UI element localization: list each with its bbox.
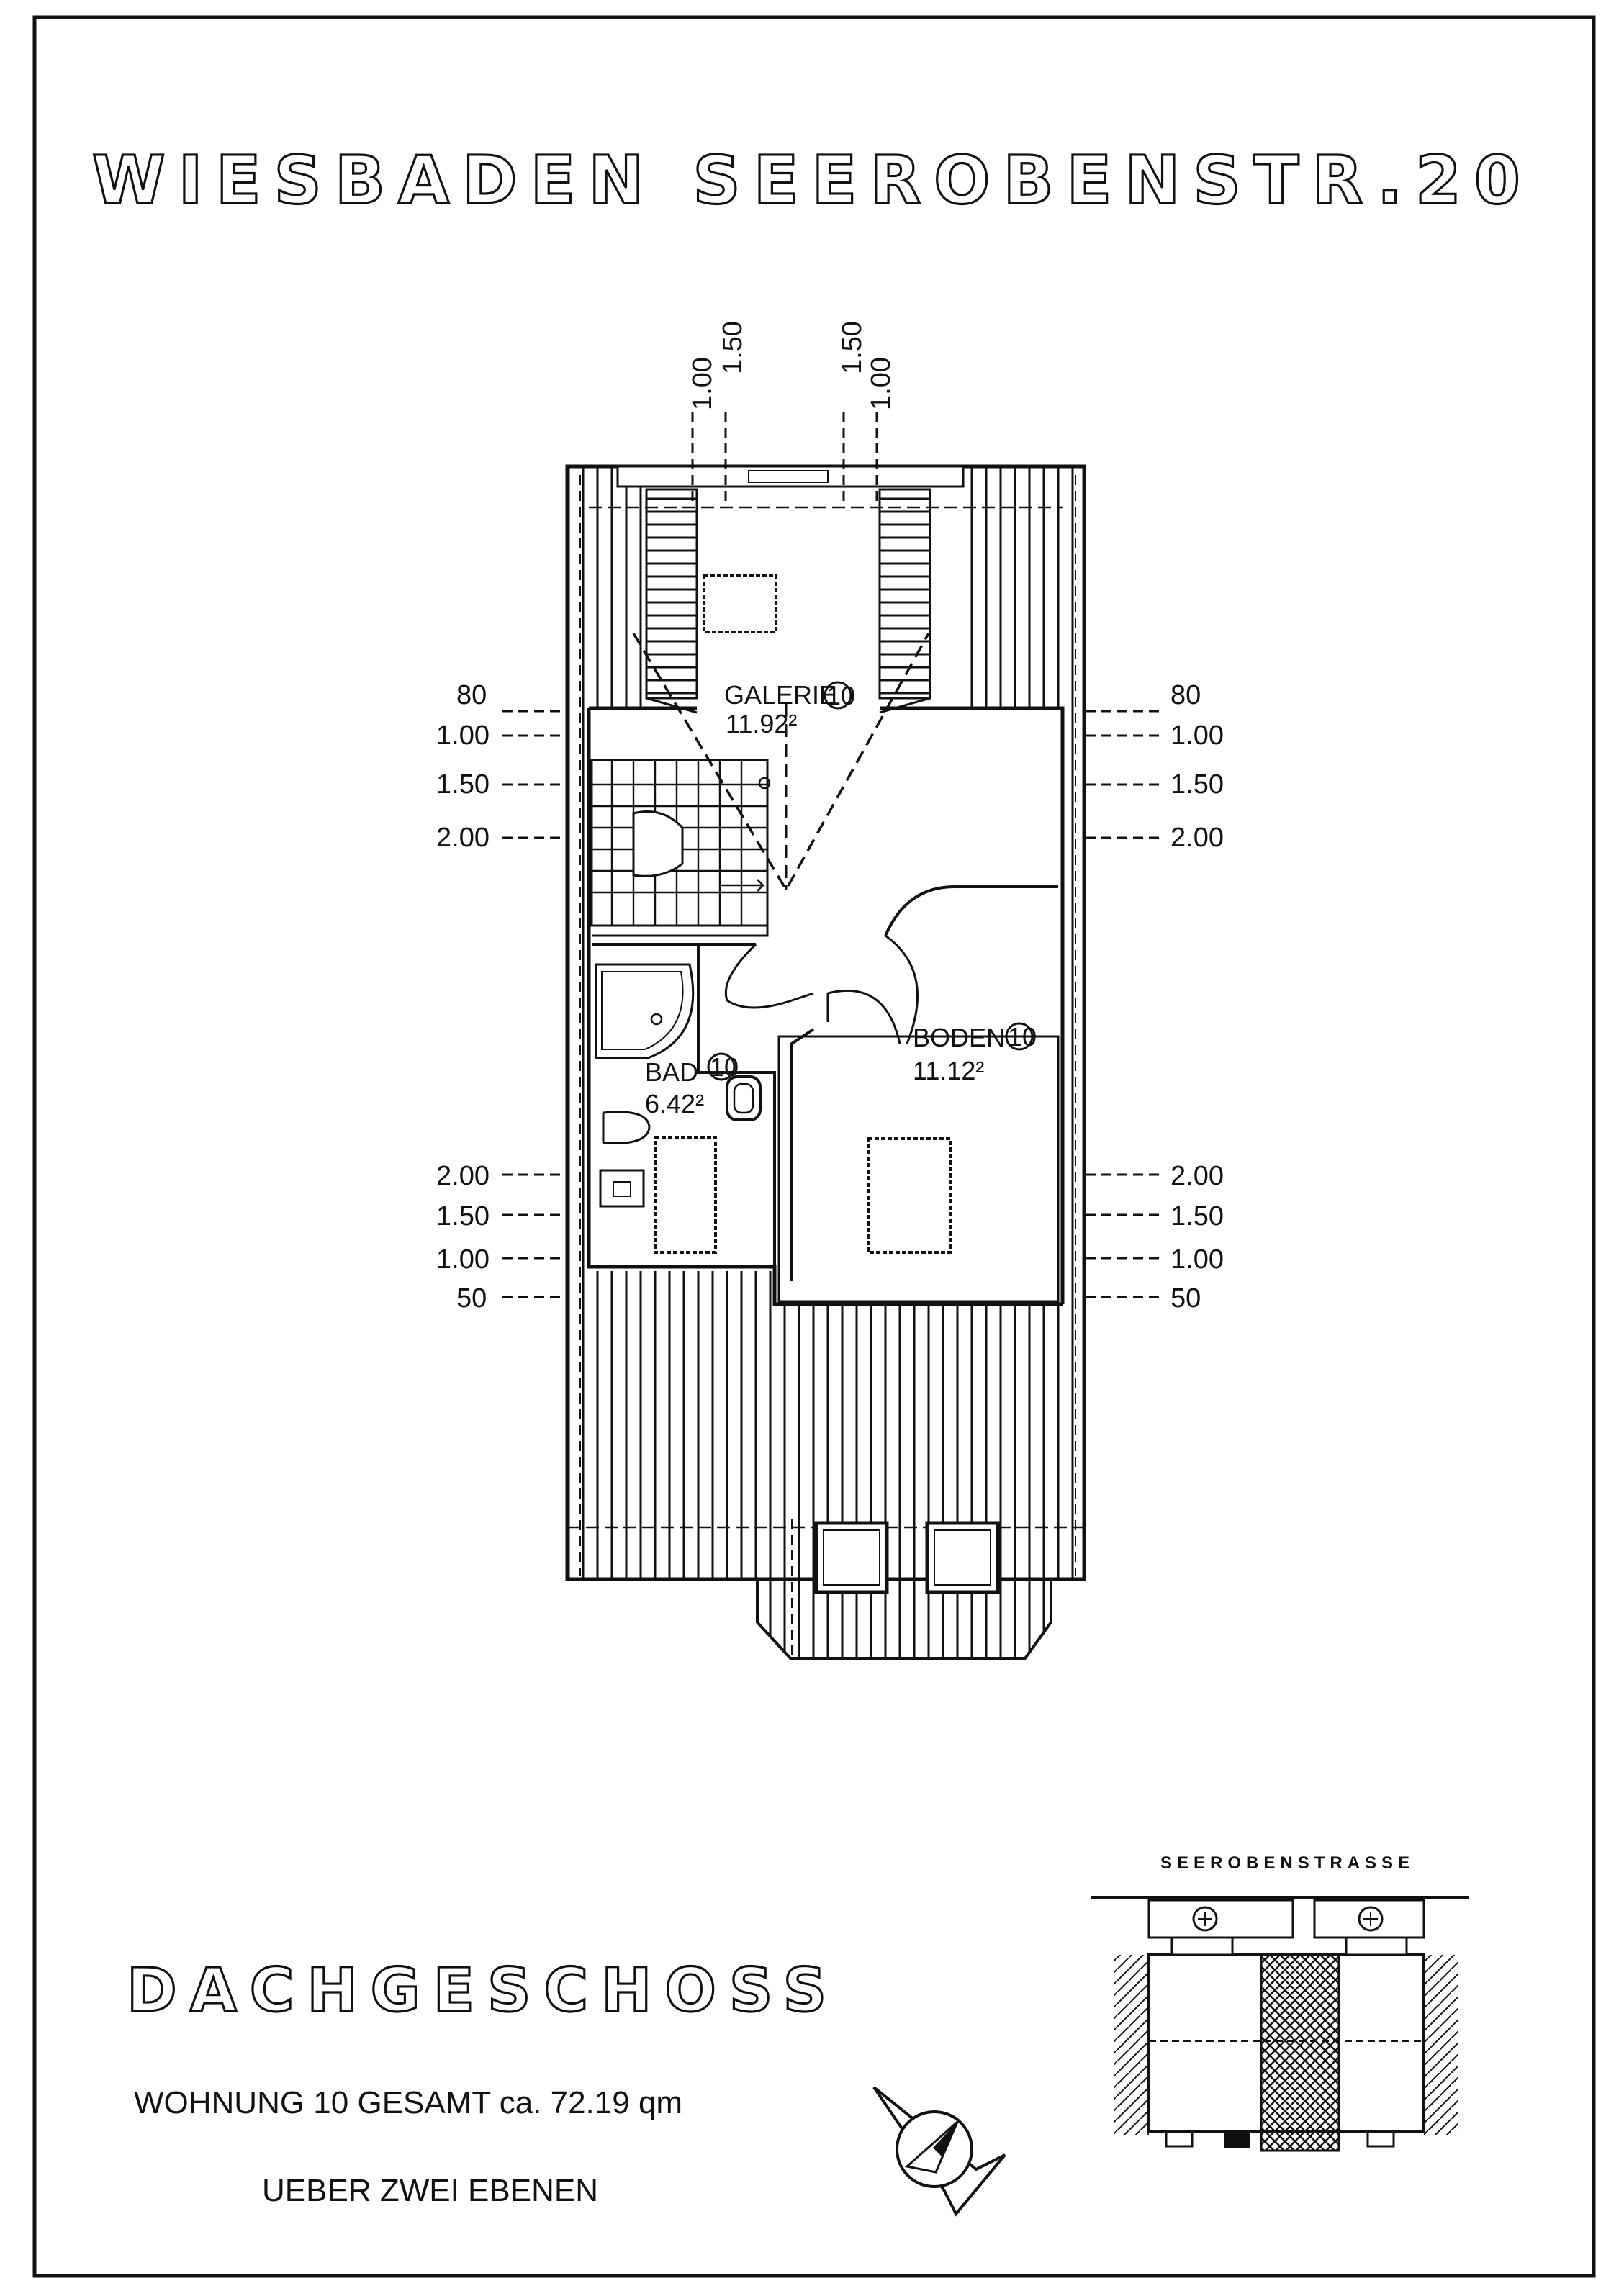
dim-label: 80 [456,680,487,710]
room-name: BAD [645,1057,698,1087]
dimensions-left-upper: 80 1.00 1.50 2.00 [436,680,566,853]
dim-label: 1.50 [718,321,748,374]
room-name: BODEN [913,1023,1005,1052]
dimensions-left-lower: 2.00 1.50 1.00 50 [436,1161,566,1314]
dim-label: 80 [1170,680,1201,710]
dormer-left-steps [645,488,698,700]
dim-label: 50 [456,1283,487,1314]
room-area: 6.42² [645,1089,704,1118]
shower-tray [599,1169,645,1208]
dim-label: 1.50 [1170,1201,1224,1231]
dim-label: 1.50 [837,321,867,374]
unit-number: 10 [826,681,855,710]
room-area: 11.92² [726,709,797,738]
site-plan: SEEROBENSTRASSE [1091,1853,1469,2152]
dim-label: 1.00 [1170,1244,1224,1275]
dim-label: 1.50 [436,769,490,800]
boden-skylight [867,1137,952,1254]
unit-marker-icon [824,681,852,710]
dim-label: 1.00 [687,357,718,410]
dim-label: 2.00 [436,823,490,853]
roof-bottom [589,1271,775,1579]
site-plan-street-label: SEEROBENSTRASSE [1160,1853,1415,1873]
floor-name: DACHGESCHOSS [127,1955,839,2025]
dim-label: 1.00 [866,357,896,410]
dim-label: 2.00 [1170,1161,1224,1191]
room-bad: BAD 10 6.42² [645,1052,739,1118]
dimensions-right-lower: 2.00 1.50 1.00 50 [1086,1161,1224,1314]
roof-right-strip [1063,466,1084,1579]
north-arrow-icon [872,2086,1006,2217]
room-name: GALERIE [724,680,836,710]
bottom-window-left [814,1521,889,1594]
dim-label: 1.00 [436,720,490,751]
unit-marker-icon [1005,1022,1034,1051]
page-title: WIESBADEN SEEROBENSTR.20 [92,142,1533,219]
unit-marker-icon [707,1052,736,1081]
sheet-border [32,15,1596,2278]
dim-label: 2.00 [436,1161,490,1191]
room-area: 11.12² [913,1056,984,1085]
unit-number: 10 [1008,1022,1037,1052]
dim-label: 1.00 [1170,720,1224,751]
dim-label: 1.00 [436,1244,490,1275]
washbasin [726,1075,762,1121]
dim-label: 2.00 [1170,823,1224,853]
staircase [590,759,771,937]
apartment-summary: WOHNUNG 10 GESAMT ca. 72.19 qm [134,2085,682,2120]
bad-skylight [654,1136,717,1254]
dormer-right-steps [878,488,931,700]
dim-label: 1.50 [1170,769,1224,800]
dim-label: 50 [1170,1283,1201,1314]
room-galerie: GALERIE 10 11.92² [724,680,855,738]
room-boden: BODEN 10 11.12² [913,1022,1037,1085]
toilet [602,1111,651,1144]
apartment-subline: UEBER ZWEI EBENEN [262,2173,598,2208]
bottom-window-right [925,1521,1000,1594]
dimensions-right-upper: 80 1.00 1.50 2.00 [1086,680,1224,853]
unit-number: 10 [710,1052,739,1082]
galerie-skylight [703,574,777,633]
floor-plan [565,412,1086,1660]
corner-bathtub [595,963,695,1059]
dim-label: 1.50 [436,1201,490,1231]
dimensions-top: 1.00 1.50 1.50 1.00 [687,321,896,410]
subject-unit-hatch [1260,1953,1340,2152]
roof-left-strip [567,466,589,1579]
